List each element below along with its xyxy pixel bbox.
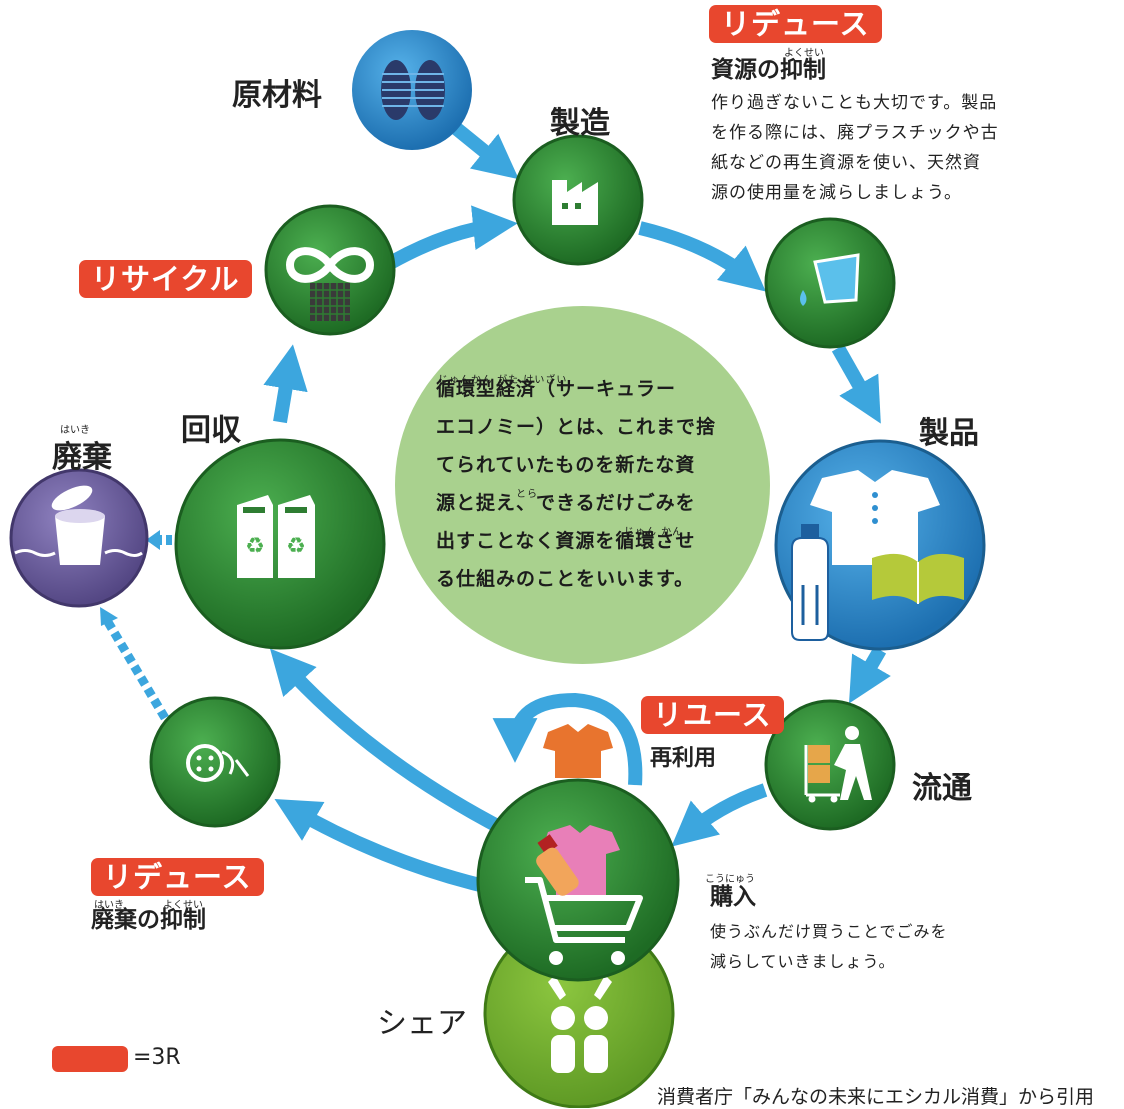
- recycle-bins-icon: ♻ ♻: [237, 495, 315, 578]
- sharing-people-icon: [548, 975, 612, 1073]
- svg-text:♻: ♻: [245, 534, 265, 559]
- raw-materials-node: [352, 30, 472, 150]
- manufacturing-label: 製造: [550, 106, 610, 141]
- reduce-tag-bottom: リデュース: [91, 858, 264, 896]
- arrow-purchase-to-reduce-node: [274, 799, 482, 892]
- delivery-worker-icon: [804, 726, 872, 803]
- orange-shirt-icon: [543, 724, 613, 778]
- shirt-icon: [810, 470, 940, 565]
- arrow-manufacturing-to-dye: [638, 221, 766, 292]
- purchase-ruby: こうにゅう: [705, 874, 755, 885]
- center-line-2: エコノミー）とは、これまで捨: [436, 416, 717, 438]
- distribution-node: [764, 699, 896, 831]
- arrow-product-to-distribution: [849, 646, 891, 704]
- shopping-cart-icon: [525, 877, 643, 943]
- resource-suppression-desc: 作り過ぎないことも大切です。製品 を作る際には、廃プラスチックや古 紙などの再生…: [711, 93, 999, 203]
- reuse-subtext: 再利用: [650, 746, 717, 771]
- resource-suppression-title: 資源の抑制: [711, 57, 826, 83]
- manufacturing-node: [512, 134, 644, 266]
- arrow-recycle-to-manufacturing: [388, 205, 518, 269]
- center-description: じゅんかん がた けいざい 循環型経済（サーキュラー エコノミー）とは、これまで…: [436, 370, 736, 598]
- arrow-raw-to-manufacturing: [447, 119, 519, 180]
- source-credit: 消費者庁「みんなの未来にエシカル消費」から引用: [657, 1086, 1095, 1108]
- plastic-bottle-icon: [536, 834, 579, 896]
- center-circle: [395, 306, 770, 664]
- purchase-desc: 使うぶんだけ買うことでごみを 減らしていきましょう。: [710, 922, 948, 971]
- center-line-1: 循環型経済（サーキュラー: [436, 378, 677, 400]
- disposal-suppression-ruby-1: はいき: [94, 900, 124, 911]
- center-line-6: る仕組みのことをいいます。: [436, 568, 695, 590]
- arrow-distribution-to-purchase: [671, 783, 768, 847]
- trash-can-icon: [14, 485, 143, 565]
- legend-3r-label: =3R: [133, 1045, 181, 1070]
- reduce-tag-top: リデュース: [709, 5, 882, 43]
- disposal-suppression-title: 廃棄の抑制: [91, 907, 206, 933]
- resource-suppression-ruby: よくせい: [784, 48, 824, 59]
- reuse-tag: リユース: [641, 696, 784, 734]
- raw-materials-label: 原材料: [232, 78, 322, 113]
- purchase-title: 購入: [710, 884, 756, 910]
- center-line-4: 源と捉え、できるだけごみを: [436, 492, 696, 514]
- factory-icon: [552, 180, 598, 225]
- arrow-reuse-loop: [492, 692, 643, 786]
- recycle-tag: リサイクル: [79, 260, 252, 298]
- legend-3r-swatch: [52, 1046, 128, 1072]
- share-label: シェア: [377, 1006, 467, 1041]
- center-line-3: てられていたものを新たな資: [436, 454, 696, 476]
- disposal-reduction-node: [149, 696, 281, 828]
- button-repair-icon: [186, 744, 250, 782]
- svg-text:♻: ♻: [286, 534, 306, 559]
- purchase-node: [476, 778, 680, 982]
- distribution-label: 流通: [912, 771, 972, 806]
- disposal-label: 廃棄: [52, 440, 112, 475]
- product-node: [774, 439, 986, 651]
- beaker-pour-icon: [800, 253, 860, 306]
- infinity-icon: [285, 247, 375, 283]
- disposal-ruby: はいき: [60, 425, 90, 436]
- product-label: 製品: [919, 416, 979, 451]
- center-line-5: 出すことなく資源を循環させ: [436, 530, 696, 552]
- recycle-node: [264, 204, 396, 336]
- dye-node: [764, 217, 896, 349]
- arrow-collection-to-recycle: [263, 344, 308, 424]
- flow-arrows: [263, 119, 891, 892]
- arrow-purchase-to-collection: [270, 648, 509, 837]
- collection-label: 回収: [181, 413, 241, 448]
- disposal-suppression-ruby-2: よくせい: [163, 900, 203, 911]
- arrow-dye-to-product: [831, 344, 881, 424]
- collection-node: ♻ ♻: [174, 438, 386, 650]
- book-icon: [872, 553, 964, 604]
- disposal-node: [9, 468, 149, 608]
- bottle-icon: [791, 524, 829, 641]
